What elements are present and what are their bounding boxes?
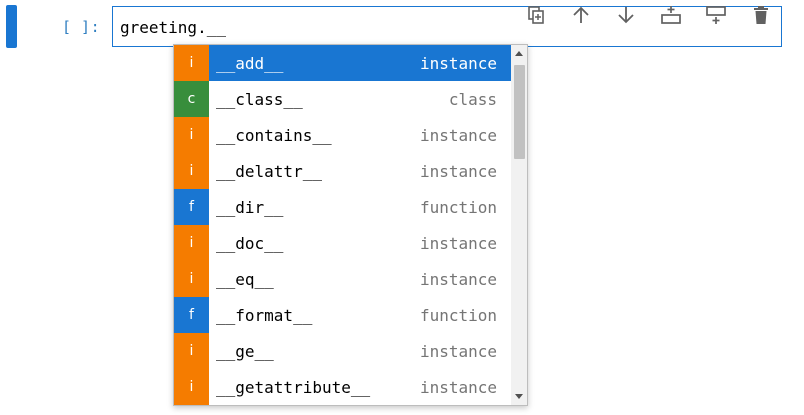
completion-item[interactable]: i __doc__ instance (174, 225, 511, 261)
completion-label: __contains__ (216, 125, 332, 145)
duplicate-cell-button[interactable] (518, 2, 554, 28)
cell-input-prompt: [ ]: (62, 18, 101, 36)
completion-item[interactable]: i __ge__ instance (174, 333, 511, 369)
insert-above-icon (661, 6, 681, 24)
completion-label: __doc__ (216, 233, 284, 253)
completion-scrollbar[interactable] (511, 45, 527, 405)
completion-label: __eq__ (216, 269, 274, 289)
completion-type-label: instance (419, 269, 497, 289)
insert-below-icon (706, 6, 726, 24)
completion-item[interactable]: f __format__ function (174, 297, 511, 333)
scroll-down-arrow-icon[interactable] (511, 389, 527, 405)
active-cell-indicator (6, 5, 17, 48)
completion-type-badge: f (174, 297, 209, 333)
completion-item[interactable]: i __getattribute__ instance (174, 369, 511, 405)
completion-item[interactable]: i __delattr__ instance (174, 153, 511, 189)
completion-label: __delattr__ (216, 161, 322, 181)
delete-icon (754, 6, 768, 24)
completion-type-label: function (419, 197, 497, 217)
completion-type-label: function (419, 305, 497, 325)
insert-cell-below-button[interactable] (698, 2, 734, 28)
completion-type-label: instance (419, 377, 497, 397)
completion-type-label: class (448, 89, 497, 109)
duplicate-icon (528, 6, 544, 24)
completion-list: i __add__ instance c __class__ class i __contai… (174, 45, 511, 405)
move-cell-down-button[interactable] (608, 2, 644, 28)
completion-type-badge: i (174, 117, 209, 153)
scroll-up-arrow-icon[interactable] (511, 45, 527, 61)
completion-item[interactable]: i __add__ instance (174, 45, 511, 81)
completion-type-badge: i (174, 45, 209, 81)
insert-cell-above-button[interactable] (653, 2, 689, 28)
completion-type-badge: i (174, 333, 209, 369)
completion-label: __add__ (216, 53, 284, 73)
completion-type-label: instance (419, 53, 497, 73)
completion-type-label: instance (419, 125, 497, 145)
code-text[interactable]: greeting.__ (120, 18, 226, 37)
completion-type-label: instance (419, 161, 497, 181)
completion-label: __ge__ (216, 341, 274, 361)
completion-type-label: instance (419, 341, 497, 361)
completion-type-label: instance (419, 233, 497, 253)
cell-toolbar (518, 2, 788, 28)
delete-cell-button[interactable] (743, 2, 779, 28)
completion-item[interactable]: i __eq__ instance (174, 261, 511, 297)
completion-item[interactable]: c __class__ class (174, 81, 511, 117)
completion-label: __dir__ (216, 197, 284, 217)
completion-type-badge: c (174, 81, 209, 117)
move-down-icon (618, 7, 634, 24)
completion-item[interactable]: i __contains__ instance (174, 117, 511, 153)
completion-label: __format__ (216, 305, 313, 325)
completion-item[interactable]: f __dir__ function (174, 189, 511, 225)
completion-popup: i __add__ instance c __class__ class i __contai… (173, 44, 528, 406)
completion-label: __getattribute__ (216, 377, 371, 397)
completion-type-badge: i (174, 153, 209, 189)
completion-type-badge: i (174, 225, 209, 261)
completion-type-badge: f (174, 189, 209, 225)
completion-label: __class__ (216, 89, 303, 109)
completion-type-badge: i (174, 369, 209, 405)
scrollbar-thumb[interactable] (514, 65, 525, 159)
completion-type-badge: i (174, 261, 209, 297)
move-cell-up-button[interactable] (563, 2, 599, 28)
move-up-icon (573, 6, 589, 23)
